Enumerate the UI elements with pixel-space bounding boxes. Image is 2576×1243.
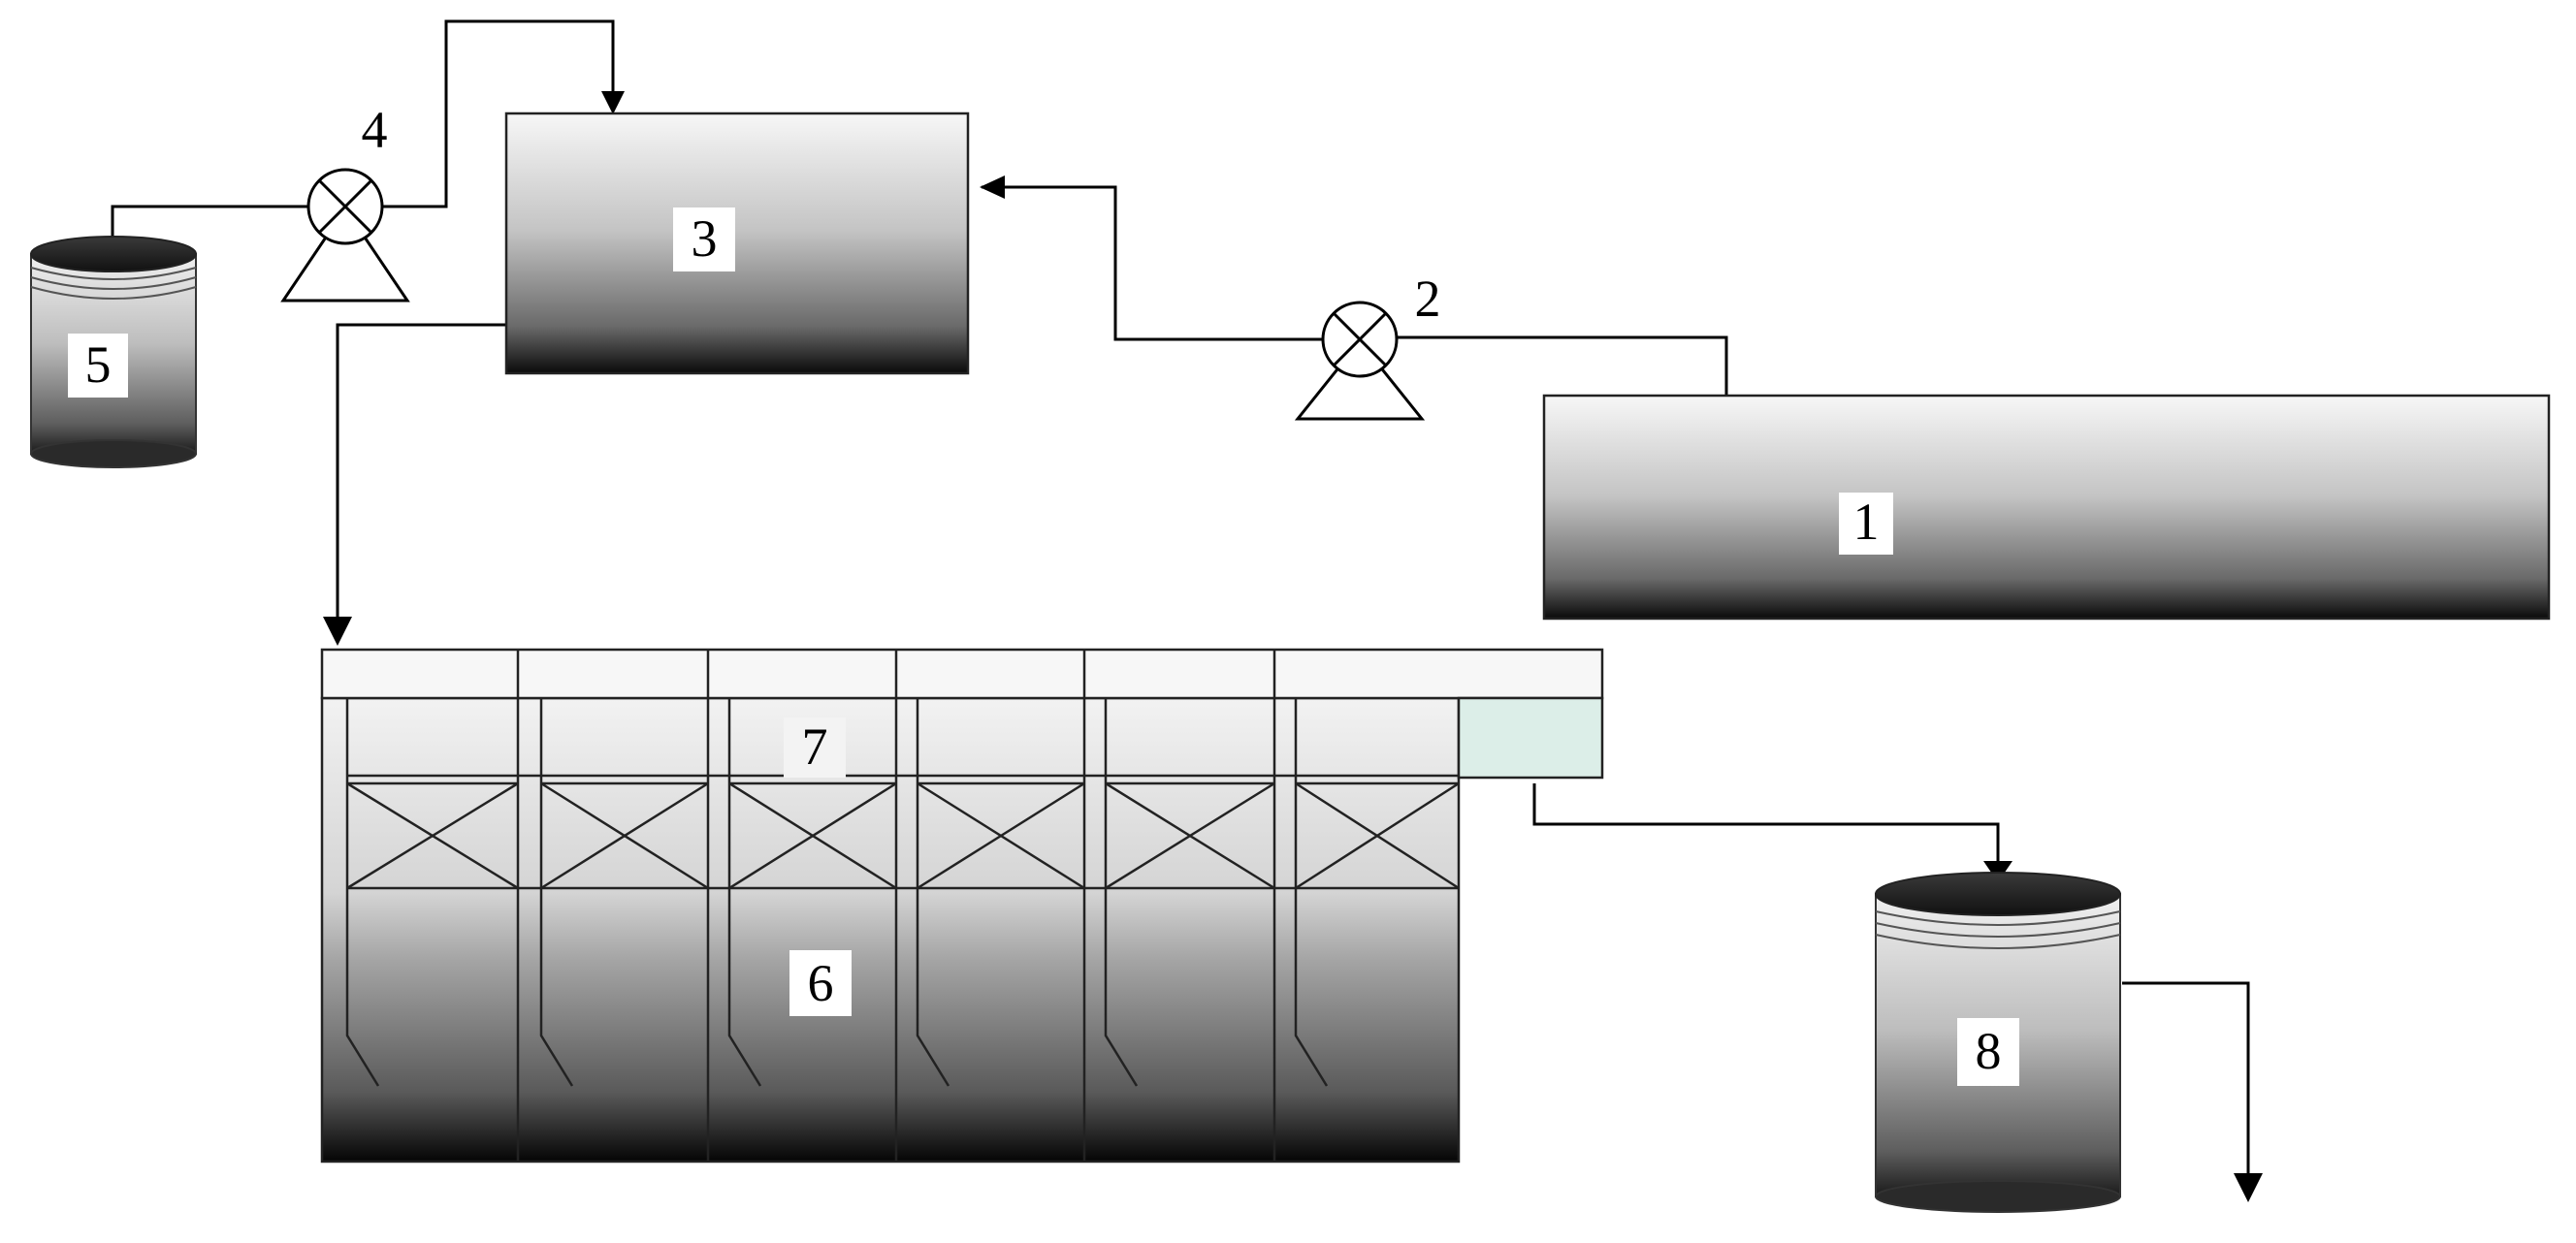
pump-2-label: 2 xyxy=(1415,270,1441,328)
reactor-top-channel xyxy=(320,648,1604,700)
drum-5: 5 xyxy=(30,236,197,468)
tank-1-label-box xyxy=(1839,493,1893,555)
zone-7-label: 7 xyxy=(802,717,828,776)
reactor-6-label: 6 xyxy=(808,954,834,1012)
media-packing xyxy=(346,774,1460,890)
zone-7-label-box xyxy=(784,717,846,778)
pump-2-base xyxy=(1294,338,1426,421)
drum-8-label-box xyxy=(1957,1018,2019,1086)
chamber-partitions xyxy=(516,650,1276,1162)
inlet-pipes xyxy=(345,698,1329,1087)
reactor-6: 7 6 xyxy=(320,648,1604,1163)
tank-1: 1 xyxy=(1542,394,2551,621)
pipe-pump4-to-tank3 xyxy=(382,19,615,208)
tank-3-label-box xyxy=(673,207,735,271)
pipe-tank3-to-reactor xyxy=(336,323,506,642)
arrow-into-reactor xyxy=(323,617,352,646)
pump-2: 2 xyxy=(1294,270,1441,421)
tank-3: 3 xyxy=(504,112,970,375)
arrow-into-tank3-side xyxy=(980,175,1005,199)
reactor-6-body xyxy=(320,696,1461,1163)
tank-3-body xyxy=(504,112,970,375)
drum-8: 8 xyxy=(1875,872,2121,1213)
pump-4-label: 4 xyxy=(362,101,388,159)
pipe-pump2-to-tank3 xyxy=(982,185,1323,341)
drum-5-label-box xyxy=(68,334,128,398)
drum-5-lid xyxy=(30,236,197,272)
pump-4: 4 xyxy=(280,101,410,303)
tank-1-label: 1 xyxy=(1853,493,1880,551)
reactor-6-label-box xyxy=(789,950,852,1016)
drum-8-label: 8 xyxy=(1976,1022,2002,1080)
pipe-reactor-to-drum8 xyxy=(1532,783,2000,876)
pump-4-base xyxy=(280,206,410,303)
drum-5-bottom xyxy=(30,439,197,468)
arrow-into-tank3-top xyxy=(601,91,625,114)
arrow-drum8-discharge xyxy=(2234,1173,2263,1202)
drum-8-lid xyxy=(1875,872,2121,916)
drum-8-bottom xyxy=(1875,1180,2121,1213)
pipe-drum8-outlet xyxy=(2122,981,2250,1195)
drum-5-label: 5 xyxy=(85,335,112,394)
overflow-weir xyxy=(1457,696,1604,780)
tank-1-body xyxy=(1542,394,2551,621)
tank-3-label: 3 xyxy=(692,209,718,268)
